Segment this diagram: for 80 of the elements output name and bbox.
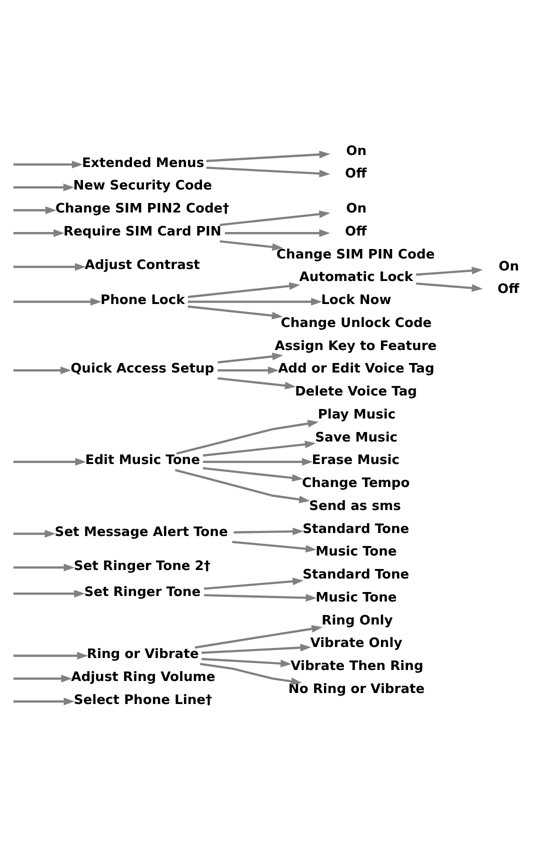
node-text: Play Music xyxy=(318,406,396,422)
arrow xyxy=(14,228,64,236)
node-text: Set Ringer Tone xyxy=(84,584,201,600)
node-text: Add or Edit Voice Tag xyxy=(278,361,434,376)
arrow xyxy=(176,419,319,454)
node-text: Save Music xyxy=(315,430,398,445)
arrow xyxy=(14,297,102,306)
arrow xyxy=(232,540,317,552)
node-text: Quick Access Setup xyxy=(70,361,214,376)
node-text: Ring or Vibrate xyxy=(86,646,199,662)
arrow xyxy=(14,262,86,270)
arrow xyxy=(174,468,310,503)
node-text: Set Ringer Tone 2† xyxy=(74,558,210,574)
arrow xyxy=(14,529,56,538)
node-text: Select Phone Line† xyxy=(74,692,212,708)
node-text: Adjust Ring Volume xyxy=(71,669,216,684)
arrow xyxy=(206,150,330,162)
arrow xyxy=(188,297,322,306)
arrow xyxy=(14,366,72,374)
node-text: Vibrate Only xyxy=(310,636,402,651)
node-text: Edit Music Tone xyxy=(85,452,200,468)
arrow xyxy=(220,240,284,250)
arrow xyxy=(416,266,483,276)
arrow xyxy=(416,282,483,292)
node-text: Off xyxy=(345,224,367,239)
arrow xyxy=(14,458,86,466)
arrow xyxy=(204,593,317,602)
arrow xyxy=(188,304,283,319)
node-text: Change Tempo xyxy=(302,476,410,491)
node-text: Standard Tone xyxy=(302,567,410,582)
node-text: Lock Now xyxy=(321,292,392,308)
arrow xyxy=(218,366,279,374)
arrow xyxy=(14,697,75,705)
arrow xyxy=(224,228,330,236)
arrow xyxy=(202,657,292,667)
node-text: Adjust Contrast xyxy=(84,258,200,273)
arrow xyxy=(234,527,304,535)
node-text: Erase Music xyxy=(312,452,400,468)
node-text: Off xyxy=(345,166,367,182)
node-text: Extended Menus xyxy=(82,155,204,170)
node-text: Require SIM Card PIN xyxy=(64,224,222,239)
arrow xyxy=(206,166,330,177)
node-text: Change SIM PIN2 Code† xyxy=(55,201,230,216)
arrow xyxy=(200,662,302,685)
node-text: On xyxy=(498,258,520,274)
arrow xyxy=(202,458,313,466)
arrow xyxy=(218,376,296,389)
arrow xyxy=(14,183,74,191)
node-text: Change Unlock Code xyxy=(280,315,432,330)
node-text: Ring Only xyxy=(322,612,393,628)
node-text: Standard Tone xyxy=(302,521,410,536)
node-text: On xyxy=(346,201,367,216)
node-text: Change SIM PIN Code xyxy=(276,246,435,262)
arrow xyxy=(218,352,284,363)
arrow xyxy=(220,210,330,226)
arrow xyxy=(14,160,83,168)
node-text: Automatic Lock xyxy=(299,270,414,285)
node-text: Phone Lock xyxy=(100,292,185,308)
node-text: Vibrate Then Ring xyxy=(290,658,424,674)
arrow xyxy=(188,282,300,298)
node-text: New Security Code xyxy=(73,178,212,194)
node-text: Assign Key to Feature xyxy=(274,338,437,354)
arrow xyxy=(14,563,75,571)
node-text: Music Tone xyxy=(316,590,397,605)
arrow xyxy=(14,589,86,597)
arrow xyxy=(204,577,304,590)
arrow xyxy=(14,674,72,682)
node-text: On xyxy=(346,143,367,158)
node-text: Music Tone xyxy=(316,544,397,560)
arrow xyxy=(14,206,56,214)
node-text: Set Message Alert Tone xyxy=(54,524,228,540)
arrow xyxy=(14,651,88,660)
arrow xyxy=(194,624,323,648)
arrow xyxy=(202,466,304,482)
node-text: Off xyxy=(498,282,520,297)
node-text: No Ring or Vibrate xyxy=(288,681,425,696)
arrow xyxy=(202,643,312,654)
node-text: Delete Voice Tag xyxy=(294,384,418,400)
arrow xyxy=(202,440,316,456)
node-text: Send as sms xyxy=(309,498,401,514)
